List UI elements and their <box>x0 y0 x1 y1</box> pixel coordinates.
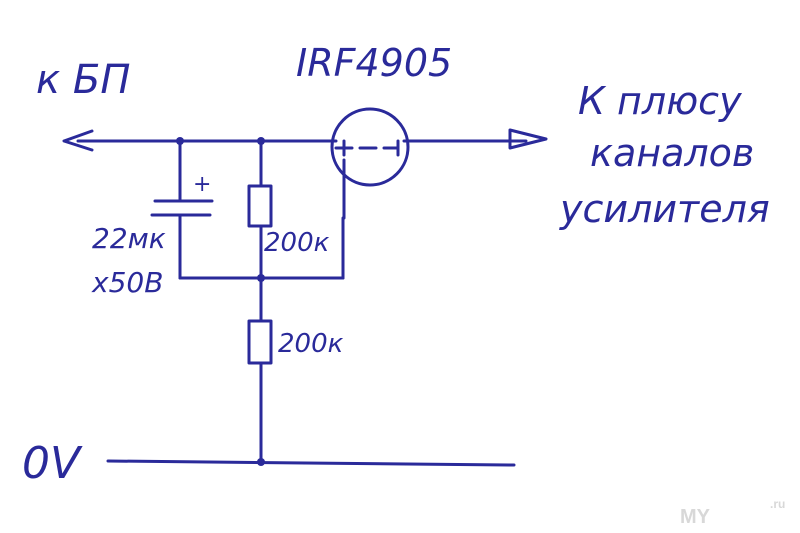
mosfet-label: IRF4905 <box>296 41 452 85</box>
resistor-top-label: 200к <box>264 228 330 258</box>
cap-polarity-label: + <box>193 172 211 197</box>
resistor-bottom-label: 200к <box>278 329 344 359</box>
output-label-line2: каналов <box>590 131 754 175</box>
capacitor-value-label: 22мк <box>92 222 166 255</box>
junction-node-ground <box>257 458 265 466</box>
resistor-bottom <box>247 319 273 365</box>
watermark-domain: .ru <box>770 497 785 511</box>
capacitor-voltage-label: x50В <box>91 266 163 299</box>
watermark-logo: MY <box>680 506 711 528</box>
output-label-line3: усилителя <box>559 187 770 231</box>
input-arrow-icon <box>62 129 94 152</box>
power-supply-label: к БП <box>36 57 130 103</box>
ground-label: 0V <box>22 438 83 489</box>
output-label-line1: К плюсу <box>578 79 742 123</box>
output-arrow-icon <box>508 128 548 150</box>
mosfet-symbol <box>330 107 410 187</box>
resistor-top <box>247 184 273 228</box>
mosfet-channel <box>334 139 400 157</box>
ground-rail-wire <box>106 459 516 467</box>
